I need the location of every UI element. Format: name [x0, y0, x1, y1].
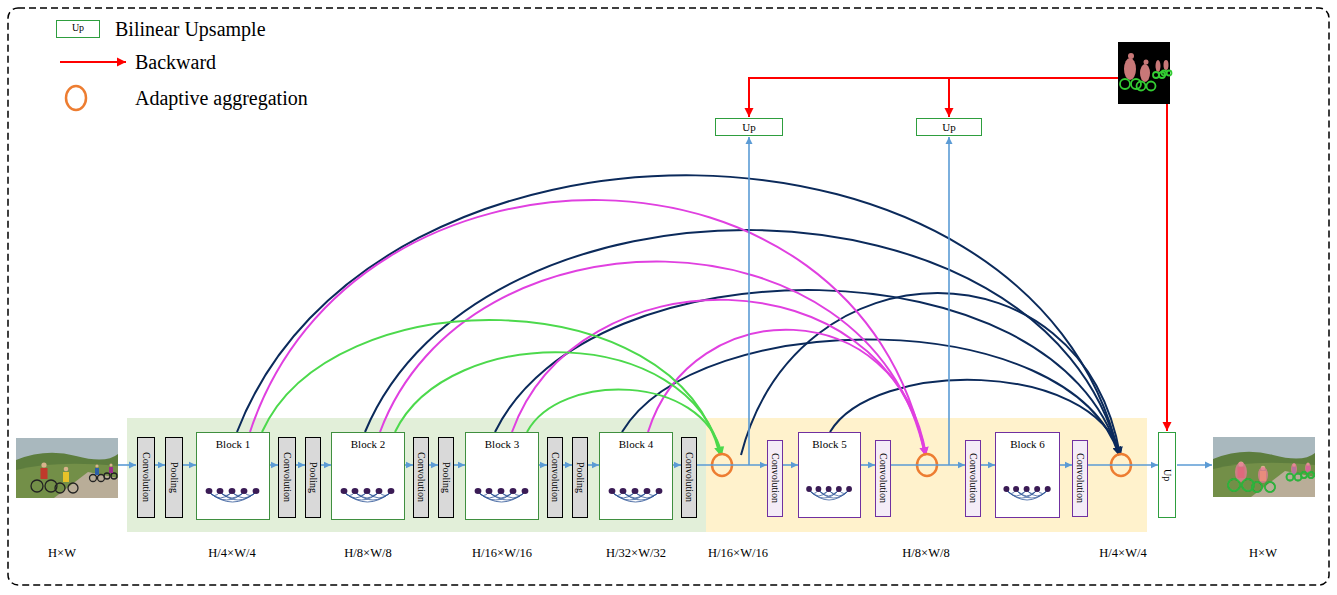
- resolution-label: H×W: [48, 546, 76, 561]
- legend-samples: [60, 62, 126, 110]
- node-text: Up: [1161, 469, 1173, 481]
- upsample-box: Up: [715, 118, 783, 136]
- resolution-label: H/16×W/16: [472, 546, 532, 561]
- upsample-box: Up: [1158, 432, 1176, 518]
- resolution-label: H×W: [1249, 546, 1277, 561]
- node-text: Convolution: [877, 453, 889, 503]
- decoder-band: [706, 418, 1147, 532]
- layer-box: Convolution: [137, 437, 155, 518]
- layer-box: Convolution: [875, 440, 891, 517]
- flow-arrow: [155, 464, 165, 466]
- flow-arrow: [697, 464, 767, 466]
- encoder-band: [127, 418, 706, 532]
- layer-box: Convolution: [681, 437, 697, 518]
- flow-arrow: [861, 464, 875, 466]
- resolution-label: H/8×W/8: [344, 546, 391, 561]
- resolution-label: H/8×W/8: [902, 546, 949, 561]
- skip-arcs: [237, 175, 1121, 455]
- aggregation-circles: [712, 454, 1131, 476]
- flow-arrow: [183, 464, 196, 466]
- flow-arrow: [891, 464, 965, 466]
- flow-arrow: [405, 464, 413, 466]
- flow-arrow: [563, 464, 572, 466]
- flow-arrow: [588, 464, 599, 466]
- layer-box: Convolution: [547, 437, 563, 518]
- layer-box: Convolution: [278, 437, 296, 518]
- upsample-branches: [118, 137, 1212, 465]
- layer-box: Convolution: [413, 437, 429, 518]
- layer-box: Pooling: [438, 437, 454, 518]
- output-photo: [1213, 437, 1315, 497]
- node-text: Convolution: [281, 452, 293, 502]
- layer-box: Pooling: [572, 437, 588, 518]
- flow-arrow: [429, 464, 438, 466]
- legend-text: Bilinear Upsample: [115, 17, 266, 41]
- dense-block: Block 6: [995, 432, 1060, 518]
- flow-arrow: [454, 464, 465, 466]
- flow-arrow: [981, 464, 995, 466]
- flow-arrow: [1088, 464, 1158, 466]
- layer-box: Pooling: [165, 437, 183, 518]
- node-text: Convolution: [1074, 453, 1086, 503]
- node-text: Up: [942, 121, 955, 134]
- legend-text: Backward: [135, 50, 216, 74]
- legend-sample-box: Up: [56, 20, 100, 38]
- flow-arrow: [783, 464, 798, 466]
- input-photo: [16, 438, 118, 498]
- node-text: Pooling: [307, 462, 319, 493]
- node-text: Block 6: [1010, 438, 1045, 451]
- backward-lines: [749, 78, 1167, 431]
- resolution-label: H/4×W/4: [1099, 546, 1146, 561]
- node-text: Block 2: [351, 438, 386, 451]
- dense-block: Block 5: [798, 432, 861, 518]
- node-text: Pooling: [574, 462, 586, 493]
- layer-box: Convolution: [965, 440, 981, 517]
- node-text: Convolution: [549, 452, 561, 502]
- legend-text: Adaptive aggregation: [135, 86, 308, 110]
- node-text: Block 3: [485, 438, 520, 451]
- node-text: Up: [742, 121, 755, 134]
- node-text: Pooling: [168, 462, 180, 493]
- resolution-label: H/32×W/32: [606, 546, 666, 561]
- block-fills: [196, 432, 1060, 520]
- node-text: Block 4: [619, 438, 654, 451]
- flow-arrow: [1060, 464, 1072, 466]
- flow-arrow: [673, 464, 681, 466]
- node-text: Pooling: [440, 462, 452, 493]
- dense-block: Block 3: [465, 432, 539, 520]
- dense-block: Block 1: [196, 432, 270, 520]
- node-text: Block 5: [812, 438, 847, 451]
- dense-block: Block 4: [599, 432, 673, 520]
- flow-arrow: [321, 464, 331, 466]
- node-text: Convolution: [140, 452, 152, 502]
- upsample-box: Up: [916, 118, 982, 136]
- layer-box: Pooling: [305, 437, 321, 518]
- resolution-label: H/16×W/16: [708, 546, 768, 561]
- flow-arrow: [296, 464, 305, 466]
- layer-box: Convolution: [767, 440, 783, 517]
- flow-arrow: [270, 464, 278, 466]
- node-text: Convolution: [967, 453, 979, 503]
- node-text: Convolution: [769, 453, 781, 503]
- dense-block: Block 2: [331, 432, 405, 520]
- layer-box: Convolution: [1072, 440, 1088, 517]
- dashed-frame: [8, 8, 1329, 585]
- node-text: Convolution: [683, 452, 695, 502]
- node-text: Block 1: [216, 438, 251, 451]
- node-text: Convolution: [415, 452, 427, 502]
- flow-arrow: [539, 464, 547, 466]
- label-mask: [1118, 42, 1172, 104]
- dense-connections: [206, 486, 1051, 502]
- resolution-label: H/4×W/4: [208, 546, 255, 561]
